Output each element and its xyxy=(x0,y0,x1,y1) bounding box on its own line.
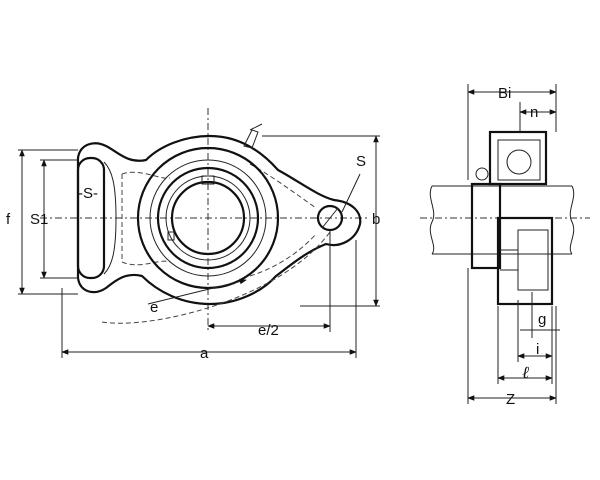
shaft-break-left xyxy=(429,185,435,255)
label-e: e xyxy=(150,299,158,316)
label-l: ℓ xyxy=(522,363,529,382)
set-screw-side xyxy=(475,167,489,181)
label-f: f xyxy=(6,211,11,228)
housing-flange xyxy=(517,229,549,291)
label-i: i xyxy=(536,341,539,358)
front-dimensions xyxy=(18,135,380,358)
label-z: Z xyxy=(506,391,515,408)
left-flange-edge xyxy=(103,161,117,275)
shaft-break-right xyxy=(569,185,575,255)
bearing-race xyxy=(497,139,541,181)
ball xyxy=(506,149,532,175)
bolt-hole-mark xyxy=(321,207,339,229)
outer-ring-circle xyxy=(136,146,280,290)
side-dimensions xyxy=(467,84,560,404)
label-e-half: e/2 xyxy=(258,322,279,339)
bore-circle xyxy=(170,180,246,256)
label-bi: Bi xyxy=(498,85,511,102)
label-a: a xyxy=(200,345,209,362)
locking-collar xyxy=(470,182,502,270)
e-leader xyxy=(147,278,247,305)
housing-outline xyxy=(76,134,362,306)
shaft-edges xyxy=(432,185,572,255)
set-screw xyxy=(201,175,215,185)
label-s-side: -S- xyxy=(78,185,98,202)
label-s1: S1 xyxy=(30,211,48,228)
hidden-contour-right xyxy=(249,163,317,277)
outer-race-circle xyxy=(149,159,267,277)
housing-body xyxy=(496,216,554,306)
hidden-contour-left xyxy=(121,171,171,266)
housing-hatch xyxy=(500,249,518,271)
label-g: g xyxy=(538,311,546,328)
bearing-insert-top xyxy=(488,130,548,186)
left-flange-slot xyxy=(76,156,106,280)
grease-nipple xyxy=(243,129,259,149)
label-b: b xyxy=(372,211,380,228)
label-s-hole: S xyxy=(356,153,366,170)
grease-nipple-tip xyxy=(249,123,263,131)
inner-ring-circle xyxy=(156,166,260,270)
label-n: n xyxy=(530,104,538,121)
side-view xyxy=(420,130,590,306)
set-screw-2 xyxy=(167,231,175,241)
bolt-circle-arc xyxy=(101,231,331,324)
front-view xyxy=(40,108,370,330)
s-leader xyxy=(341,173,361,213)
